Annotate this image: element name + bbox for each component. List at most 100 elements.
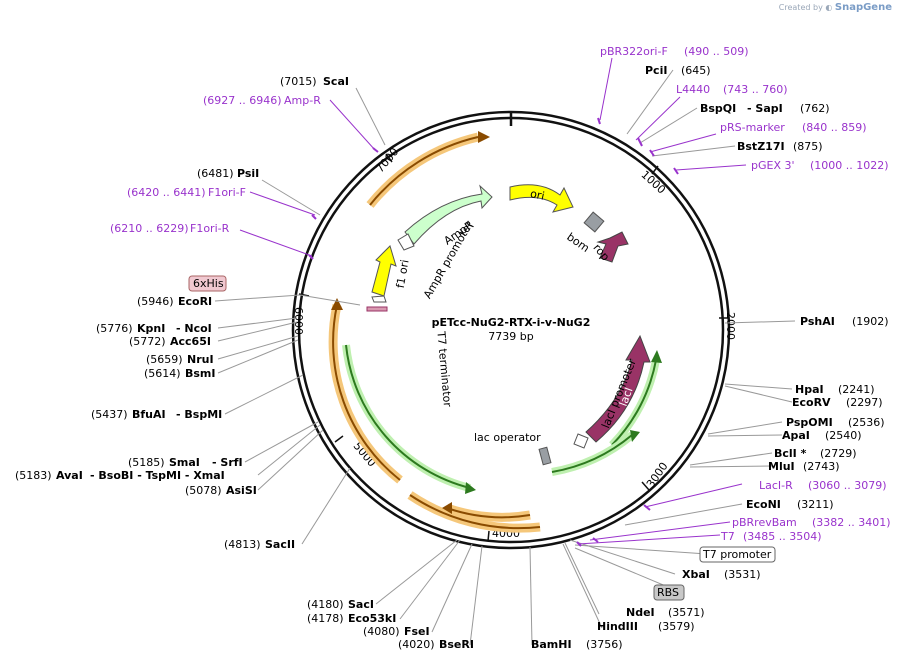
bom-feature bbox=[583, 211, 605, 233]
site-sapi-name: - SapI bbox=[747, 102, 783, 115]
site-mlui-name: MluI bbox=[768, 460, 795, 473]
site-bfuai-name: BfuAI bbox=[132, 408, 166, 421]
primer-ampr-range: (6927 .. 6946) bbox=[203, 94, 282, 107]
tick-label-1000: 1000 bbox=[639, 168, 669, 196]
ruler-ticks bbox=[298, 153, 729, 542]
lac-operator-label: lac operator bbox=[474, 431, 541, 444]
site-kpni-pos: (5776) bbox=[96, 322, 133, 335]
site-pshai-name: PshAI bbox=[800, 315, 835, 328]
primer-t7-name: T7 bbox=[720, 530, 735, 543]
t7-promoter-label: T7 promoter bbox=[702, 548, 772, 561]
site-psii-pos: (6481) bbox=[197, 167, 234, 180]
orf-green-arcs bbox=[342, 344, 662, 494]
site-hpai-pos: (2241) bbox=[838, 383, 875, 396]
primer-pgex3-range: (1000 .. 1022) bbox=[810, 159, 889, 172]
site-smai-name: SmaI bbox=[169, 456, 200, 469]
primer-l4440-range: (743 .. 760) bbox=[723, 83, 788, 96]
bom-label: bom bbox=[564, 230, 591, 255]
laci-label: lacI bbox=[617, 386, 636, 408]
primer-t7-range: (3485 .. 3504) bbox=[743, 530, 822, 543]
t7-terminator-label: T7 terminator bbox=[434, 330, 454, 408]
site-eco53ki-pos: (4178) bbox=[307, 612, 344, 625]
t7-promoter-box bbox=[699, 546, 776, 563]
site-kpni-name: KpnI bbox=[137, 322, 165, 335]
site-ecorv-name: EcoRV bbox=[792, 396, 831, 409]
site-ecori-pos: (5946) bbox=[137, 295, 174, 308]
laci-arrow bbox=[585, 334, 651, 443]
site-pcii-pos: (645) bbox=[681, 64, 711, 77]
site-ecori-name: EcoRI bbox=[178, 295, 212, 308]
primer-ampr-name: Amp-R bbox=[284, 94, 321, 107]
site-scai-pos: (7015) bbox=[280, 75, 317, 88]
primer-f1ori-r-name: F1ori-R bbox=[190, 222, 230, 235]
watermark-prefix: Created by bbox=[778, 3, 823, 12]
site-pspomi-pos: (2536) bbox=[848, 416, 885, 429]
site-bcli-name: BclI * bbox=[774, 447, 807, 460]
ampr-arrow bbox=[404, 184, 493, 245]
site-bsmi-pos: (5614) bbox=[144, 367, 181, 380]
his-tag-marker bbox=[366, 306, 388, 312]
t7-terminator-feature bbox=[371, 295, 387, 303]
ampr-promoter-label: AmpR promoter bbox=[421, 218, 476, 301]
site-psii-name: PsiI bbox=[237, 167, 259, 180]
site-fsei-name: FseI bbox=[404, 625, 430, 638]
site-acc65i-pos: (5772) bbox=[129, 335, 166, 348]
his-tag-label: 6xHis bbox=[193, 277, 224, 290]
ori-arrow bbox=[509, 184, 574, 213]
site-bsmi-name: BsmI bbox=[185, 367, 216, 380]
laci-promoter-arrow bbox=[573, 433, 589, 449]
lac-operator-feature bbox=[538, 446, 552, 466]
site-bamhi-pos: (3756) bbox=[586, 638, 623, 651]
rop-arrow bbox=[596, 231, 629, 263]
site-bseri-name: BseRI bbox=[439, 638, 474, 651]
site-asisi-pos: (5078) bbox=[185, 484, 222, 497]
primer-f1ori-r-range: (6210 .. 6229) bbox=[110, 222, 189, 235]
snapgene-logo-icon: ◐ bbox=[825, 3, 833, 12]
primer-pbr322ori-f-name: pBR322ori-F bbox=[600, 45, 668, 58]
primer-f1ori-f-range: (6420 .. 6441) bbox=[127, 186, 206, 199]
primer-leader-lines bbox=[239, 57, 747, 545]
site-saci-pos: (4180) bbox=[307, 598, 344, 611]
primer-pbr322ori-f-range: (490 .. 509) bbox=[684, 45, 749, 58]
site-scai-name: ScaI bbox=[323, 75, 349, 88]
site-avai-pos: (5183) bbox=[15, 469, 52, 482]
site-sacii-name: SacII bbox=[265, 538, 295, 551]
primer-laci-r-name: LacI-R bbox=[759, 479, 793, 492]
f1-ori-arrow bbox=[371, 245, 397, 297]
primer-l4440-name: L4440 bbox=[676, 83, 710, 96]
site-bamhi-name: BamHI bbox=[531, 638, 572, 651]
site-eco53ki-name: Eco53kI bbox=[348, 612, 396, 625]
primer-prs-marker-name: pRS-marker bbox=[720, 121, 785, 134]
site-nrui-pos: (5659) bbox=[146, 353, 183, 366]
site-bseri-pos: (4020) bbox=[398, 638, 435, 651]
site-bspmi-name: - BspMI bbox=[176, 408, 222, 421]
tick-label-2000: 2000 bbox=[724, 312, 737, 340]
site-pcii-name: PciI bbox=[645, 64, 667, 77]
primer-pbrrevbam-name: pBRrevBam bbox=[732, 516, 797, 529]
site-bstz17i-name: BstZ17I bbox=[737, 140, 785, 153]
site-avai-isoschizomers: - BsoBI - TspMI - XmaI bbox=[90, 469, 225, 482]
site-hindiii-name: HindIII bbox=[597, 620, 638, 633]
site-sacii-pos: (4813) bbox=[224, 538, 261, 551]
primer-prs-marker-range: (840 .. 859) bbox=[802, 121, 867, 134]
site-ncoi-name: - NcoI bbox=[176, 322, 212, 335]
site-fsei-pos: (4080) bbox=[363, 625, 400, 638]
primer-markers bbox=[308, 117, 679, 547]
ori-label: ori bbox=[529, 187, 546, 203]
site-avai-name: AvaI bbox=[56, 469, 83, 482]
leader-lines bbox=[214, 69, 796, 646]
site-ndei-name: NdeI bbox=[626, 606, 655, 619]
site-bcli-pos: (2729) bbox=[820, 447, 857, 460]
f1-ori-label: f1 ori bbox=[394, 259, 412, 290]
ampr-promoter-arrow bbox=[397, 233, 415, 251]
site-mlui-pos: (2743) bbox=[803, 460, 840, 473]
site-srfi-name: - SrfI bbox=[212, 456, 243, 469]
site-bfuai-pos: (5437) bbox=[91, 408, 128, 421]
site-ndei-pos: (3571) bbox=[668, 606, 705, 619]
site-nrui-name: NruI bbox=[187, 353, 214, 366]
plasmid-name: pETcc-NuG2-RTX-i-v-NuG2 bbox=[432, 316, 591, 329]
site-ecorv-pos: (2297) bbox=[846, 396, 883, 409]
primer-laci-r-range: (3060 .. 3079) bbox=[808, 479, 887, 492]
rbs-box bbox=[653, 584, 685, 601]
